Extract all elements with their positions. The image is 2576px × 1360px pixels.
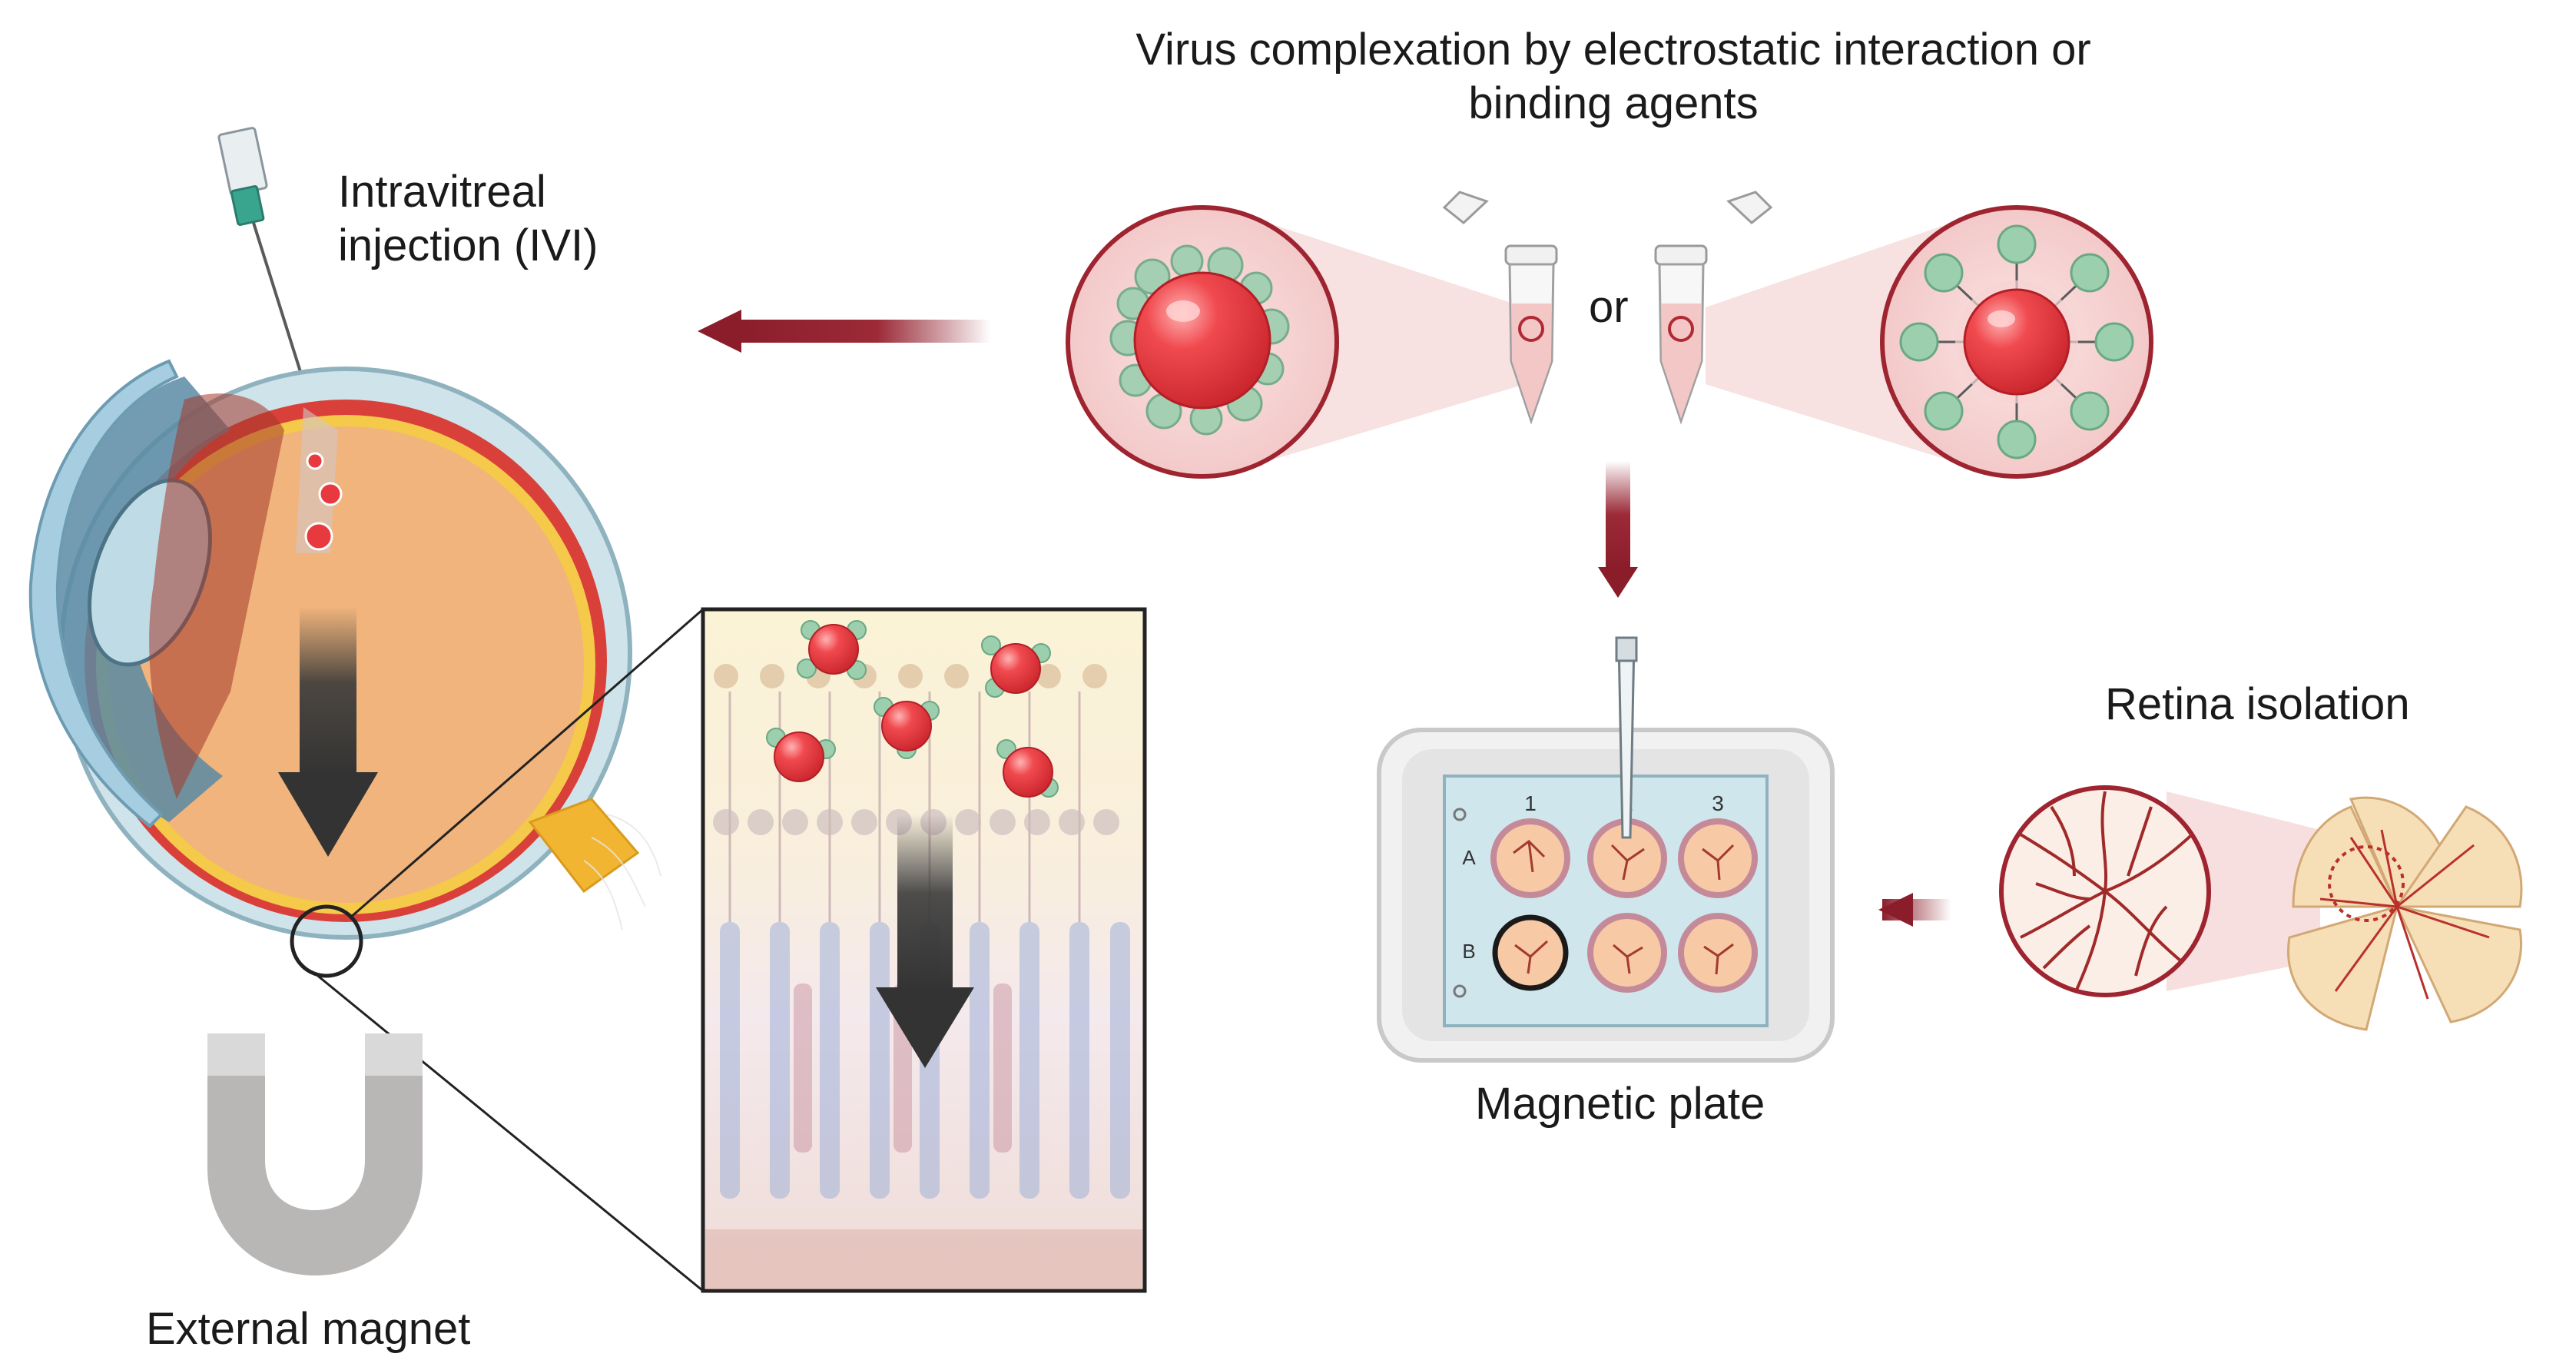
external-magnet-label: External magnet xyxy=(146,1304,471,1354)
ivi-label-line2: injection (IVI) xyxy=(338,221,598,270)
magnetic-plate: 1 2 3 A B xyxy=(1377,636,1835,1063)
plate-wells xyxy=(1490,818,1758,993)
plate-row-b: B xyxy=(1462,940,1475,963)
retina-nanoparticles xyxy=(766,620,1059,798)
plate-col-3: 3 xyxy=(1712,791,1724,815)
top-caption: Virus complexation by electrostatic inte… xyxy=(1022,23,2205,131)
magnetic-plate-label: Magnetic plate xyxy=(1475,1079,1765,1129)
flattened-retina xyxy=(2287,796,2523,1031)
retina-isolation-label: Retina isolation xyxy=(2105,679,2410,729)
plate-row-a: A xyxy=(1462,846,1476,869)
retina-section-panel xyxy=(701,607,1147,1293)
arrow-left-top xyxy=(698,310,991,353)
zoom-lines-eye xyxy=(314,608,704,1292)
top-caption-line1: Virus complexation by electrostatic inte… xyxy=(1135,25,2091,75)
tube-right xyxy=(1654,191,1773,425)
ivi-label: Intravitreal injection (IVI) xyxy=(338,165,598,273)
arrow-left-retina xyxy=(1878,893,1951,927)
ivi-label-line1: Intravitreal xyxy=(338,167,546,217)
eye xyxy=(28,359,661,978)
tube-left xyxy=(1442,191,1558,425)
or-label: or xyxy=(1589,282,1629,332)
arrow-down-center xyxy=(1598,461,1638,598)
binding-agent-complex-circle xyxy=(1706,205,2153,479)
plate-col-1: 1 xyxy=(1524,791,1537,815)
electrostatic-complex-circle xyxy=(1066,205,1525,479)
external-magnet xyxy=(207,1033,423,1275)
top-caption-line2: binding agents xyxy=(1468,78,1759,128)
retina-isolation xyxy=(1999,785,2523,1031)
